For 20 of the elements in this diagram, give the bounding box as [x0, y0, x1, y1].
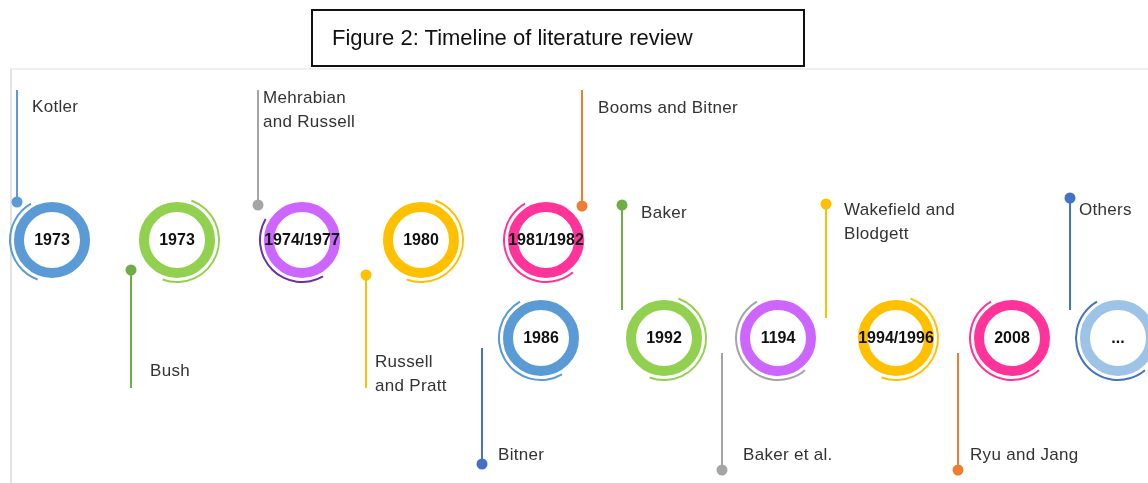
author-label: Bush [150, 360, 191, 382]
year-label: 1986 [523, 329, 559, 347]
author-label: Russell and Pratt [375, 351, 448, 397]
author-label: Ryu and Jang [970, 444, 1080, 466]
year-label: 2008 [994, 329, 1030, 347]
year-label: 1992 [646, 329, 682, 347]
author-label: Kotler [32, 96, 80, 118]
author-label: Baker [641, 202, 688, 224]
year-label: 1973 [159, 231, 195, 249]
author-label: Bitner [498, 444, 546, 466]
author-label: Baker et al. [743, 444, 834, 466]
author-label: Mehrabian and Russell [263, 87, 357, 133]
author-label: Others [1079, 199, 1133, 221]
author-label: Booms and Bitner [598, 97, 739, 119]
year-label: ... [1111, 329, 1125, 347]
year-label: 1973 [34, 231, 70, 249]
year-label: 1194 [760, 329, 796, 347]
figure-title: Figure 2: Timeline of literature review [311, 9, 805, 67]
author-label: Wakefield and Blodgett [844, 199, 956, 245]
year-label: 1980 [403, 231, 439, 249]
